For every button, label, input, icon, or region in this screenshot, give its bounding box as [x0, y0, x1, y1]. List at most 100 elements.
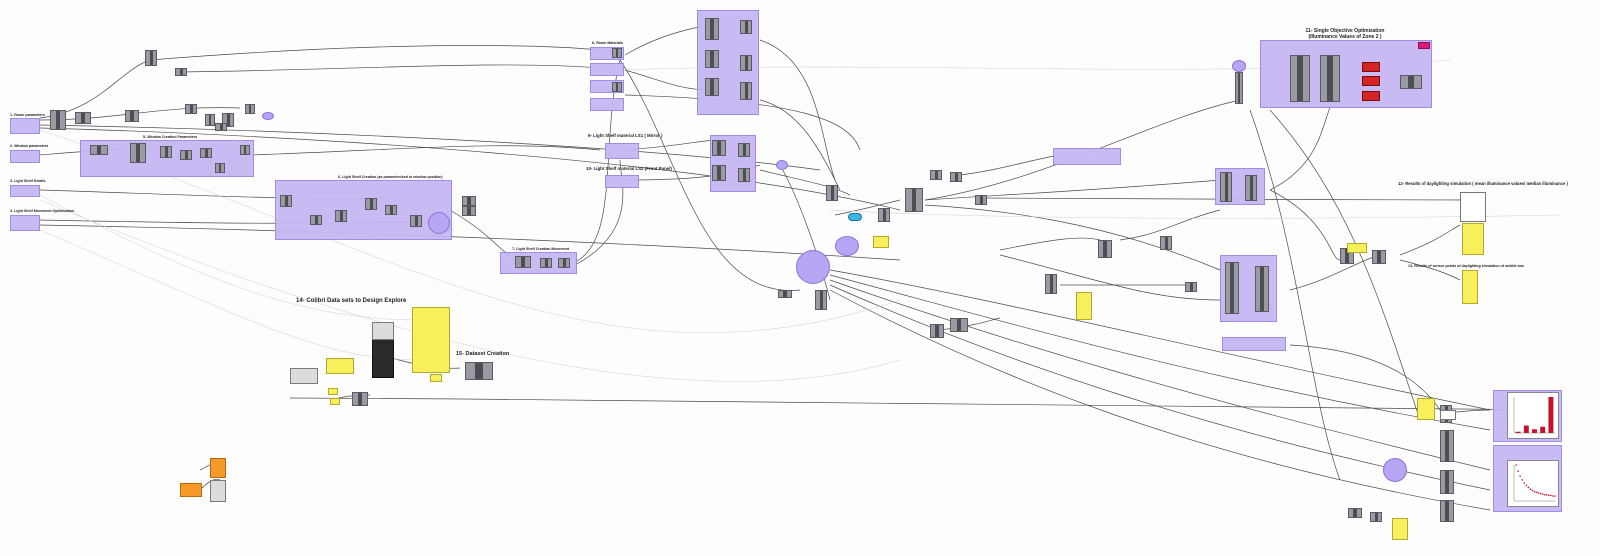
component[interactable]	[1225, 262, 1239, 314]
result-panel[interactable]	[1440, 410, 1456, 420]
cluster-circle-2[interactable]	[796, 250, 830, 284]
component[interactable]	[130, 143, 146, 163]
component[interactable]	[385, 205, 397, 215]
data-panel[interactable]	[412, 307, 450, 373]
red-fitness-box[interactable]	[1362, 91, 1380, 101]
group-light-shelf-movement[interactable]	[10, 215, 40, 231]
data-panel[interactable]	[1417, 398, 1435, 420]
component[interactable]	[175, 68, 187, 76]
component[interactable]	[738, 168, 750, 182]
component[interactable]	[515, 256, 531, 268]
component[interactable]	[1372, 250, 1386, 264]
component[interactable]	[1045, 274, 1057, 294]
group-light-shelf-details[interactable]	[10, 185, 40, 197]
group-light-shelf-creation[interactable]	[275, 180, 452, 240]
component[interactable]	[462, 196, 476, 206]
group-window-parameters[interactable]	[10, 150, 40, 163]
cluster-circle-3[interactable]	[1383, 458, 1407, 482]
component[interactable]	[975, 195, 987, 205]
data-panel[interactable]	[326, 358, 354, 374]
component[interactable]	[712, 165, 726, 181]
colibri-iterator[interactable]	[372, 322, 394, 340]
component[interactable]	[160, 146, 172, 158]
component[interactable]	[1440, 470, 1454, 494]
data-panel[interactable]	[430, 374, 442, 382]
component[interactable]	[930, 324, 944, 338]
component[interactable]	[1185, 282, 1197, 292]
component[interactable]	[705, 18, 719, 40]
data-panel[interactable]	[1462, 223, 1484, 255]
component[interactable]	[905, 188, 923, 212]
component[interactable]	[310, 215, 322, 225]
group-optimization[interactable]	[1260, 40, 1432, 108]
component[interactable]	[240, 145, 250, 155]
component[interactable]	[75, 112, 91, 124]
component[interactable]	[1440, 430, 1454, 462]
component[interactable]	[1255, 266, 1269, 312]
component[interactable]	[280, 195, 292, 207]
group-mid-1[interactable]	[1053, 148, 1121, 165]
component[interactable]	[50, 110, 66, 130]
component[interactable]	[215, 163, 225, 173]
component[interactable]	[215, 123, 227, 131]
group-light-shelf-ls2[interactable]	[605, 175, 639, 188]
component[interactable]	[462, 206, 476, 216]
component[interactable]	[245, 104, 255, 114]
component[interactable]	[612, 82, 622, 92]
node-circle-small-2[interactable]	[1232, 60, 1246, 72]
component[interactable]	[878, 208, 890, 222]
component[interactable]	[1220, 172, 1232, 202]
group-room-parameters[interactable]	[10, 118, 40, 134]
node-circle-small-3[interactable]	[262, 112, 274, 120]
component[interactable]	[612, 48, 622, 58]
group-light-shelf-ls1[interactable]	[605, 143, 639, 159]
component[interactable]	[1245, 175, 1257, 201]
group-room-materials-4[interactable]	[590, 98, 624, 111]
component[interactable]	[950, 318, 968, 332]
component[interactable]	[1348, 508, 1362, 518]
component[interactable]	[200, 148, 212, 158]
component[interactable]	[180, 150, 192, 160]
component[interactable]	[778, 290, 792, 298]
galapagos-component[interactable]	[1418, 42, 1430, 49]
cluster-circle-1[interactable]	[428, 212, 450, 234]
component[interactable]	[815, 290, 827, 310]
node-circle-small-1[interactable]	[776, 160, 788, 170]
group-right-3[interactable]	[1222, 337, 1286, 351]
component[interactable]	[705, 50, 719, 68]
component[interactable]	[930, 170, 942, 180]
component[interactable]	[558, 258, 570, 268]
component[interactable]	[145, 50, 157, 66]
data-panel[interactable]	[1347, 243, 1367, 253]
data-panel[interactable]	[1076, 292, 1092, 320]
component[interactable]	[705, 78, 719, 96]
group-room-materials-2[interactable]	[590, 63, 624, 76]
component[interactable]	[740, 82, 752, 100]
component[interactable]	[352, 392, 368, 406]
data-panel[interactable]	[1462, 270, 1478, 304]
component[interactable]	[125, 110, 139, 122]
orange-component[interactable]	[210, 458, 226, 478]
component[interactable]	[740, 20, 752, 34]
component[interactable]	[185, 104, 197, 114]
component[interactable]	[1160, 236, 1172, 250]
component[interactable]	[738, 143, 750, 157]
component[interactable]	[712, 140, 726, 156]
component[interactable]	[540, 258, 552, 268]
data-panel[interactable]	[1392, 518, 1408, 540]
red-fitness-box[interactable]	[1362, 76, 1380, 86]
result-panel[interactable]	[1460, 192, 1486, 222]
data-panel[interactable]	[873, 236, 889, 248]
red-fitness-box[interactable]	[1362, 62, 1380, 72]
toggle-cyan[interactable]	[848, 213, 862, 221]
component[interactable]	[465, 362, 493, 380]
component[interactable]	[205, 114, 215, 126]
component[interactable]	[1290, 55, 1310, 102]
cluster-circle-4[interactable]	[835, 236, 859, 256]
component[interactable]	[335, 210, 347, 222]
component[interactable]	[1235, 72, 1243, 104]
orange-component[interactable]	[180, 483, 202, 497]
component[interactable]	[950, 172, 962, 182]
component[interactable]	[740, 55, 752, 71]
